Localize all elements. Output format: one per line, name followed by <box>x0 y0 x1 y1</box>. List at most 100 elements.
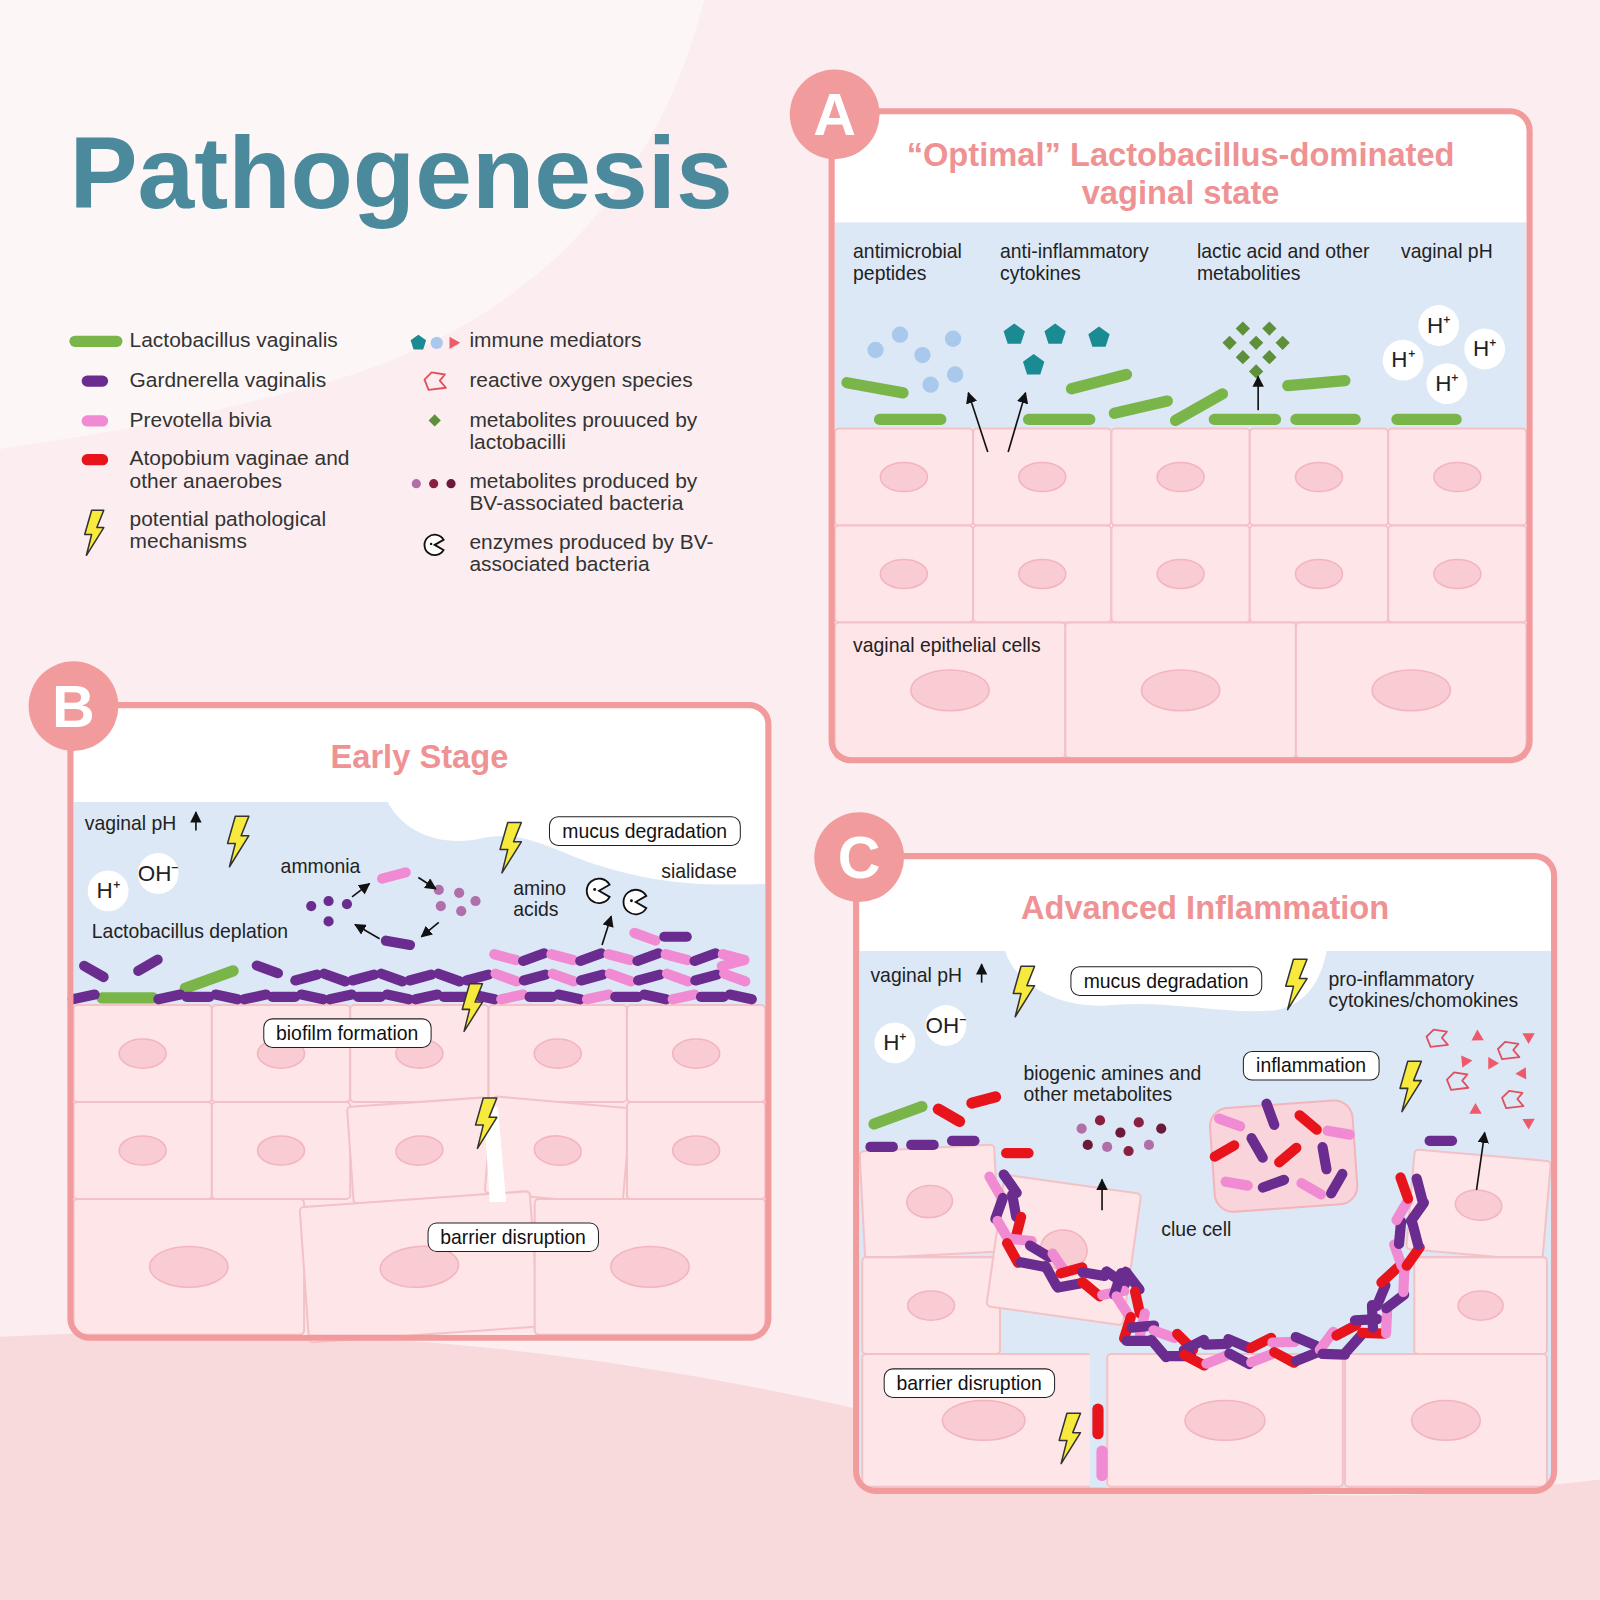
dot <box>1134 1117 1144 1127</box>
ion-circle <box>1383 340 1424 381</box>
arrow <box>421 922 438 936</box>
bacterium <box>874 1107 922 1124</box>
enzyme <box>587 879 610 903</box>
annotation-label: pro-inflammatory cytokines/chomokines <box>1329 968 1549 1011</box>
stage-panel: Early StageBmucus degradationbiofilm for… <box>67 702 771 1341</box>
legend-text: enzymes produced by BV-associated bacter… <box>469 531 734 576</box>
mechanism-label: barrier disruption <box>896 1371 1041 1394</box>
bacterium <box>444 992 466 1002</box>
bacterium <box>1083 1272 1105 1276</box>
lactobacillus <box>880 414 941 425</box>
bacterium <box>1320 1332 1333 1350</box>
epithelial-cell <box>73 1005 211 1102</box>
bacterium <box>1302 1183 1321 1194</box>
epithelial-cell <box>300 1191 540 1342</box>
bacterium <box>1046 1266 1057 1286</box>
legend-text: Lactobacillus vaginalis <box>130 329 385 351</box>
cell-nucleus <box>1295 462 1342 491</box>
bacterium <box>580 953 601 961</box>
legend-text: metabolites produced by BV-associated ba… <box>469 469 734 514</box>
lactobacillus <box>1114 401 1167 413</box>
cell-body <box>973 429 1111 526</box>
bacterium <box>581 975 603 981</box>
legend-text: Atopobium vaginae and other anaerobes <box>130 447 385 492</box>
lumen <box>73 802 765 1010</box>
bacterium <box>523 953 544 961</box>
epithelial-cell <box>1388 526 1526 623</box>
reactive-oxygen-species <box>1447 1072 1468 1089</box>
bacterium <box>1417 1179 1423 1201</box>
dot <box>306 901 316 911</box>
cell-nucleus <box>673 1136 720 1165</box>
cell-nucleus <box>395 1134 444 1166</box>
bacterium <box>1336 1325 1356 1336</box>
bacterium <box>324 974 345 982</box>
arrow <box>355 924 379 938</box>
dot <box>323 916 333 926</box>
bacterium <box>1092 1409 1103 1433</box>
panel-letter: A <box>813 84 856 145</box>
lightning-bolt <box>1286 959 1307 1009</box>
cell-body <box>973 526 1111 623</box>
arrow <box>1008 393 1025 452</box>
pentagon-mediator <box>1044 323 1065 343</box>
annotation-label: sialidase <box>661 860 736 881</box>
bacterium <box>1399 1222 1401 1244</box>
ion-circle <box>138 853 179 894</box>
diamond-metabolite <box>1249 336 1263 350</box>
epithelial-cell <box>347 1097 492 1203</box>
bacterium <box>695 953 716 961</box>
tissue-gap <box>1090 1352 1106 1488</box>
cell-body <box>1345 1354 1547 1487</box>
bacterium <box>1226 1182 1248 1186</box>
dot <box>446 479 455 488</box>
bacterium <box>84 966 103 977</box>
annotation-label: Lactobacillus deplation <box>92 920 288 941</box>
annotation-label: anti-inflammatory cytokines <box>1000 241 1194 284</box>
bacterium <box>381 974 402 982</box>
lactobacillus <box>1029 414 1090 425</box>
bacterium <box>730 995 752 1000</box>
bacterium <box>1117 1296 1129 1315</box>
annotation-label: OH⁻ <box>138 861 179 885</box>
arrow <box>981 964 983 982</box>
legend-text: Prevotella bivia <box>130 408 385 430</box>
cell-body <box>1250 526 1388 623</box>
cell-body <box>835 526 973 623</box>
bacterium <box>1331 1174 1342 1193</box>
lumen <box>835 222 1527 430</box>
epithelial-cell <box>1388 429 1526 526</box>
cell-body <box>1107 1354 1343 1487</box>
mechanism-label: biofilm formation <box>276 1021 418 1044</box>
cell-nucleus <box>673 1039 720 1068</box>
cell-body <box>300 1191 540 1342</box>
mechanism-box: mucus degradation <box>549 816 740 846</box>
epithelial-cell <box>973 429 1111 526</box>
cell-nucleus <box>1454 1188 1503 1222</box>
bacterium <box>1228 1339 1249 1348</box>
cell-body <box>1296 622 1527 758</box>
lumen <box>859 951 1551 1488</box>
epithelial-cell <box>862 1257 1000 1354</box>
arrow <box>195 812 197 830</box>
cell-nucleus <box>534 1039 581 1068</box>
cell-body <box>627 1005 765 1102</box>
cell-body <box>1111 429 1249 526</box>
arrow <box>1101 1180 1103 1211</box>
epithelial-cell <box>1111 429 1249 526</box>
bacterium <box>972 1097 996 1103</box>
lightning-bolt <box>228 816 249 866</box>
legend-text: metabolites prouuced by lactobacilli <box>469 408 734 453</box>
bacterium <box>609 954 631 960</box>
annotation-label: H⁺ <box>1435 371 1458 395</box>
bacterium <box>494 954 516 960</box>
annotation-label: H⁺ <box>96 879 119 903</box>
background-blob <box>0 1332 1600 1600</box>
cell-nucleus <box>150 1246 228 1287</box>
bacterium <box>438 974 459 982</box>
bacterium <box>1300 1115 1317 1129</box>
annotation-label: H⁺ <box>1473 337 1496 361</box>
cell-body <box>986 1175 1141 1326</box>
epithelial-cell <box>1296 622 1527 758</box>
